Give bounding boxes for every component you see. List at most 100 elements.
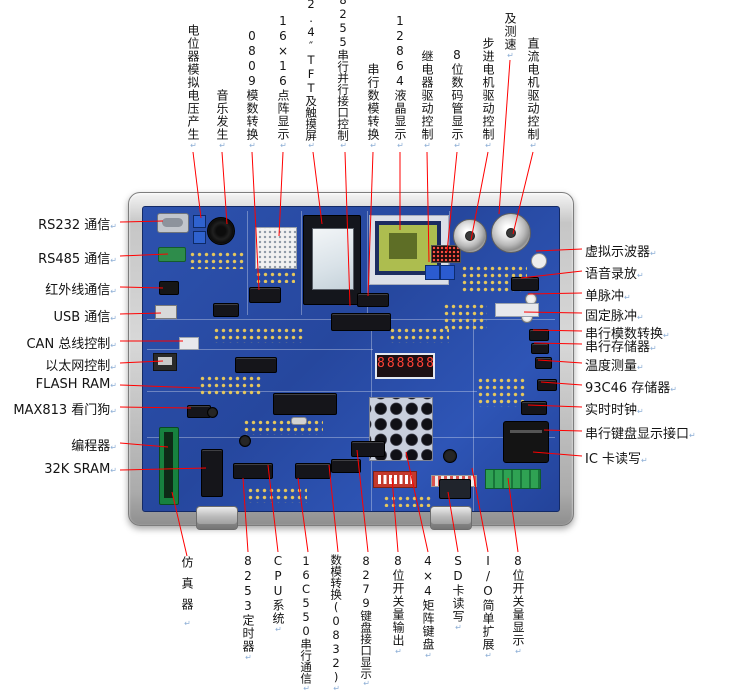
label-sd-card: SD卡读写↵: [451, 554, 465, 632]
programmer-zif-socket: [159, 427, 179, 505]
label-infrared: 红外线通信↵: [45, 283, 117, 298]
potentiometer-trimmer: [193, 215, 206, 228]
silkscreen-line: [147, 391, 477, 392]
case-latch: [430, 506, 472, 530]
label-fixed-pulse: 固定脉冲↵: [585, 309, 644, 324]
label-timer-8253: 8253定时器↵: [241, 554, 255, 662]
screw-terminal-block: [485, 469, 541, 489]
crystal-oscillator: [291, 417, 307, 425]
leader-line: [498, 59, 511, 215]
db9-shell: [162, 218, 183, 227]
label-relay-drive: 继电器驱动控制↵: [420, 50, 434, 150]
uart-16c550-chip: [295, 463, 331, 479]
relay: [440, 265, 455, 280]
label-dc-motor-drive: 直流电机驱动控制↵: [526, 37, 540, 150]
label-switch-display-8bit: 8位开关量显示↵: [511, 554, 525, 656]
label-pot-analog-voltage: 电位器模拟电压产生↵: [186, 24, 200, 150]
label-rs485: RS485 通信↵: [38, 252, 117, 267]
keyboard-8279-chip: [351, 441, 385, 457]
lcd-12864-screen: [375, 221, 441, 275]
sram-32k-chip: [201, 449, 223, 497]
serial-keypad-display-connector: [495, 303, 539, 317]
label-programmer: 编程器↵: [71, 439, 117, 454]
relay: [425, 265, 440, 280]
label-dot-matrix-16x16: 16×16点阵显示↵: [276, 14, 290, 150]
capacitor: [239, 435, 251, 447]
label-tft-touchscreen: 2.4″TFT及触摸屏↵: [304, 0, 319, 150]
flash-ram-chip: [235, 357, 277, 373]
label-rs232: RS232 通信↵: [38, 218, 117, 233]
pin-header-field: [477, 377, 527, 407]
pin-header-field: [243, 419, 323, 435]
dac-0832-chip: [331, 459, 361, 473]
label-io-expansion: I/O简单扩展↵: [481, 554, 495, 660]
serial-adc-chip: [529, 329, 549, 341]
tft-screen: [312, 228, 354, 290]
label-lcd-12864: 12864液晶显示↵: [393, 14, 407, 150]
led-numeric-display: [431, 245, 461, 263]
can-connector: [179, 337, 199, 350]
i8255-chip: [331, 313, 391, 331]
sd-card-slot: [439, 479, 471, 499]
silkscreen-line: [147, 349, 373, 350]
label-serial-memory: 串行存储器↵: [585, 340, 657, 355]
tft-module: [303, 215, 361, 305]
label-cpu-system: CPU系统↵: [271, 554, 285, 634]
label-dac-0832: 数模转换(0832)↵: [329, 554, 344, 693]
label-max813-watchdog: MAX813 看门狗↵: [13, 403, 117, 418]
case-latch: [196, 506, 238, 530]
label-eeprom-93c46: 93C46 存储器↵: [585, 381, 677, 396]
label-serial-dac: 串行数模转换↵: [366, 63, 380, 150]
dip-switch-toggles: [378, 475, 412, 484]
temperature-sensor: [535, 357, 552, 369]
rj45-inner: [158, 357, 172, 365]
pin-header-field: [213, 327, 303, 343]
seg8-display: 88888888: [375, 353, 435, 379]
serial-dac-chip: [357, 293, 389, 307]
capacitor: [207, 407, 218, 418]
potentiometer-trimmer: [193, 231, 206, 244]
label-keyboard-8279: 8279键盘接口显示↵: [359, 554, 374, 688]
label-rtc: 实时时钟↵: [585, 403, 644, 418]
label-music-generator: 音乐发生↵: [215, 89, 229, 150]
pin-header-field: [199, 375, 263, 397]
usb-port: [155, 305, 177, 319]
label-serial-keypad-display: 串行键盘显示接口↵: [585, 427, 696, 442]
voice-chip: [511, 277, 539, 291]
pin-header-field: [383, 495, 433, 507]
ic-chip: [213, 303, 239, 317]
label-stepper-drive: 步进电机驱动控制↵: [481, 37, 495, 150]
pin-header-field: [443, 303, 487, 331]
label-sram-32k: 32K SRAM↵: [44, 462, 117, 477]
label-can-bus: CAN 总线控制↵: [26, 337, 117, 352]
zif-slot: [164, 432, 173, 498]
experiment-board-case: 88888888: [128, 192, 574, 526]
pin-header-field: [189, 251, 245, 269]
motor-hub: [506, 228, 516, 238]
single-pulse-button: [525, 293, 537, 305]
label-ic-card: IC 卡读写↵: [585, 452, 648, 467]
silkscreen-line: [367, 211, 368, 315]
label-matrix-keypad-4x4: 4×4矩阵键盘↵: [421, 554, 435, 660]
dot-matrix-display: [255, 227, 297, 269]
label-flash-ram: FLASH RAM↵: [35, 377, 117, 392]
silkscreen-line: [301, 211, 302, 315]
eeprom-93c46-chip: [537, 379, 557, 391]
stepper-motor: [453, 219, 487, 253]
rtc-chip: [521, 401, 547, 415]
label-usb: USB 通信↵: [53, 310, 117, 325]
cpu-chip: [273, 393, 337, 415]
label-single-pulse: 单脉冲↵: [585, 289, 631, 304]
capacitor: [443, 449, 457, 463]
pin-header-field: [389, 327, 449, 343]
lcd-content-area: [389, 233, 417, 259]
label-emulator: 仿真器↵: [180, 556, 194, 628]
dip-switch-bank: [373, 471, 417, 488]
label-speed-measure: 及测速↵: [503, 12, 517, 60]
silkscreen-line: [473, 319, 474, 511]
ic-card-slot-line: [510, 430, 542, 433]
encoder-disc: [531, 253, 547, 269]
label-ethernet: 以太网控制↵: [45, 359, 117, 374]
infrared-module: [159, 281, 179, 295]
